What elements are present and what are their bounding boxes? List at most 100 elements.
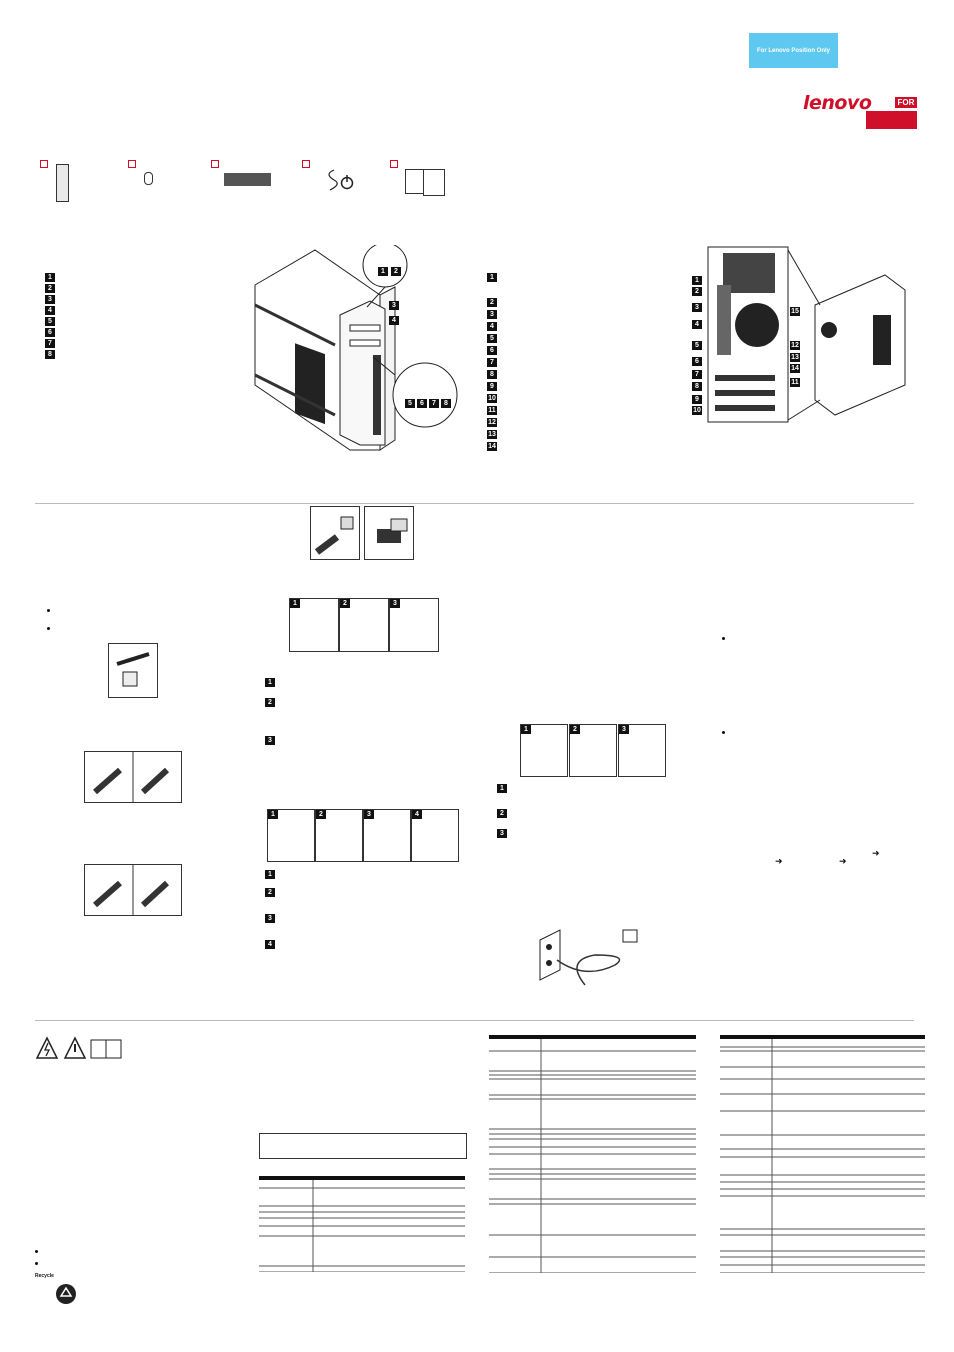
bullet [722,731,725,734]
callout-number: 11 [487,406,497,415]
table-header [259,1176,465,1180]
checkbox-power-cord[interactable] [302,160,310,168]
callout-number: 1 [487,273,497,282]
publication-icon-2 [423,169,445,196]
step-number: 4 [265,940,275,949]
callout-number: 4 [45,306,55,315]
callout-number: 6 [45,328,55,337]
checkbox-publications[interactable] [390,160,398,168]
logo-suffix: FOR [897,98,915,107]
callout-number: 3 [692,303,702,312]
audio-step-2-illustration [315,809,363,862]
modem-step-3-illustration [389,598,439,652]
bullet [35,1262,38,1265]
spec-table-2 [489,1035,696,1273]
step-number: 4 [412,810,422,819]
modem-step-1-illustration [289,598,339,652]
keyboard-icon [224,173,271,186]
step-number: 2 [340,599,350,608]
callout-number: 8 [692,382,702,391]
step-number: 1 [290,599,300,608]
logo-text: lenovo [803,92,872,114]
step-number: 1 [497,784,507,793]
audio-step-3-illustration [363,809,411,862]
step-number: 2 [497,809,507,818]
callout-number: 15 [790,307,800,316]
bullet [35,1250,38,1253]
step-number: 1 [265,870,275,879]
power-outlet-illustration [539,929,638,986]
lenovo-logo: lenovo [803,92,872,114]
spec-table-1 [259,1176,465,1272]
keyboard-usb-illustration [84,751,182,803]
table-header [489,1035,696,1039]
callout-number: 9 [487,382,497,391]
callout-number: 4 [487,322,497,331]
callout-number: 9 [692,395,702,404]
callout-number: 8 [441,399,451,408]
callout-number: 5 [487,334,497,343]
monitor-connector-illustration [310,506,360,560]
logo-red-block [866,111,917,129]
callout-number: 13 [487,430,497,439]
step-number: 3 [265,736,275,745]
checkbox-mouse[interactable] [128,160,136,168]
callout-number: 14 [487,442,497,451]
step-number: 2 [570,725,580,734]
callout-number: 4 [692,320,702,329]
callout-number: 7 [45,339,55,348]
callout-number: 7 [429,399,439,408]
callout-number: 3 [45,295,55,304]
callout-number: 5 [405,399,415,408]
table-grid [720,1039,925,1273]
callout-number: 3 [487,310,497,319]
computer-tower-icon [56,164,69,202]
bullet [722,637,725,640]
logo-for-badge: FOR [895,97,917,108]
audio-step-1-illustration [267,809,315,862]
step-number: 3 [619,725,629,734]
step-number: 3 [497,829,507,838]
power-cord-icon [328,169,354,191]
bullet [47,609,50,612]
arrow-icon: ➜ [872,848,880,858]
callout-number: 7 [487,358,497,367]
table-grid [259,1180,465,1272]
callout-number: 2 [487,298,497,307]
front-computer-illustration [254,245,458,451]
table-grid [489,1039,696,1273]
callout-number: 12 [487,418,497,427]
callout-number: 2 [391,267,401,276]
callout-number: 1 [45,273,55,282]
callout-number: 2 [692,287,702,296]
callout-number: 12 [790,341,800,350]
spec-table-3 [720,1035,925,1273]
callout-number: 10 [487,394,497,403]
mouse-usb-illustration [84,864,182,916]
front-callout-list: 1 2 3 4 5 6 7 8 [45,273,55,361]
rear-callout-list: 1 2 3 4 5 6 7 8 9 10 11 12 13 14 [487,273,497,454]
step-number: 3 [364,810,374,819]
step-number: 1 [268,810,278,819]
arrow-icon: ➜ [775,856,783,866]
recycle-caption: Recycle [35,1273,54,1279]
publication-icon [405,169,425,194]
notice-box [259,1133,467,1159]
step-number: 2 [265,698,275,707]
callout-number: 14 [790,364,800,373]
checkbox-computer[interactable] [40,160,48,168]
fpo-label: For Lenovo Position Only [756,47,830,54]
callout-number: 1 [692,276,702,285]
usb-step-1-illustration [520,724,568,777]
voltage-switch-illustration [108,643,158,698]
step-number: 3 [390,599,400,608]
callout-number: 1 [378,267,388,276]
safety-symbols [35,1036,122,1059]
step-number: 2 [316,810,326,819]
step-number: 3 [265,914,275,923]
lightning-warning-icon [35,1036,59,1059]
callout-number: 4 [389,316,399,325]
mouse-icon [144,172,153,185]
rear-computer-illustration [707,246,906,423]
checkbox-keyboard[interactable] [211,160,219,168]
